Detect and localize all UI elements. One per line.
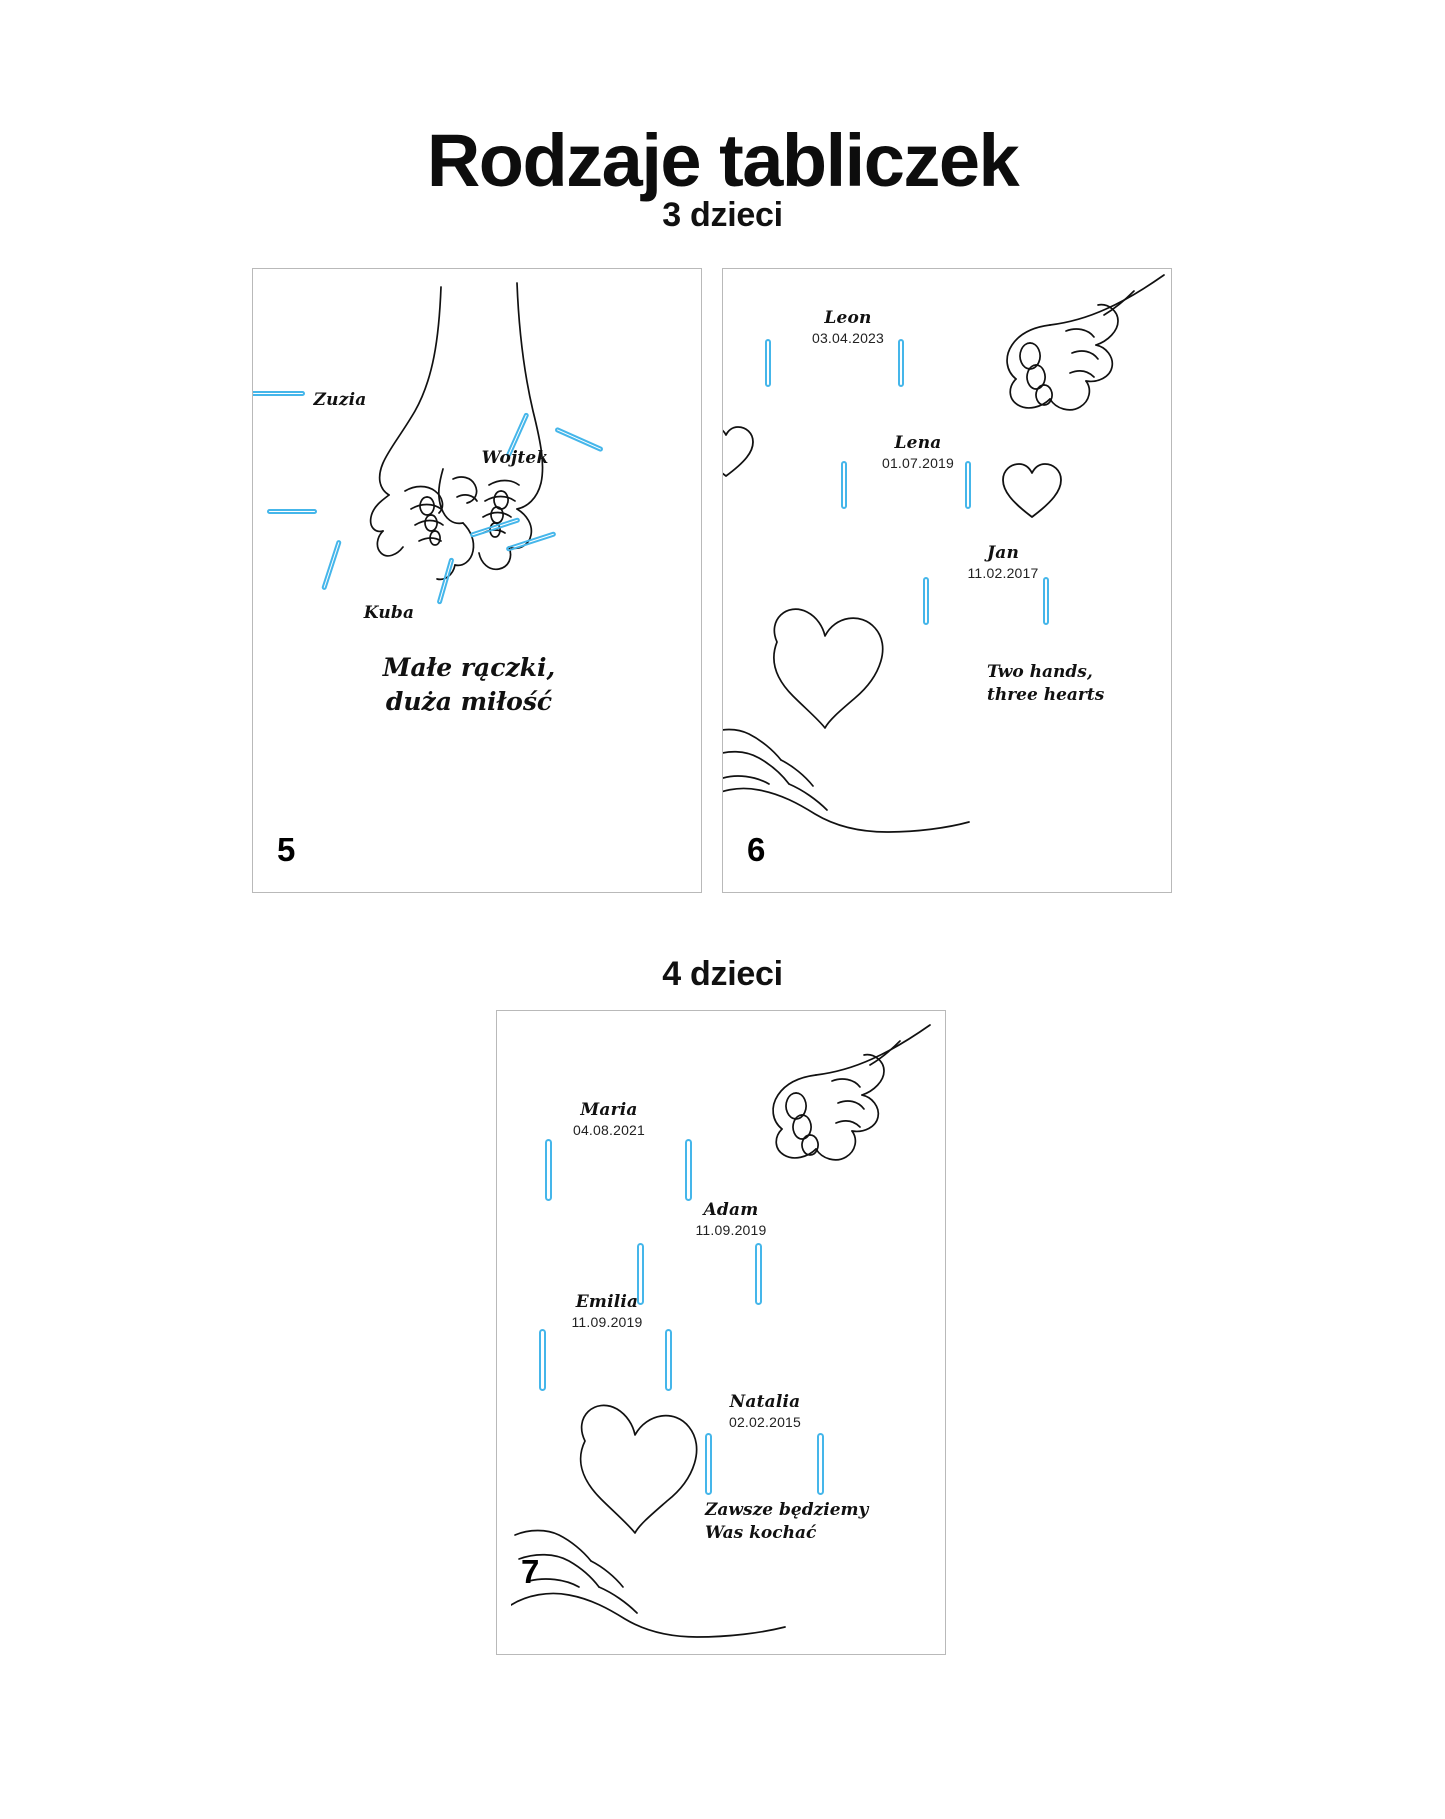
child-name-entry: Lena 01.07.2019: [881, 433, 955, 472]
card-number: 5: [277, 831, 296, 868]
tally-mark: [267, 509, 317, 514]
tally-mark: [505, 531, 557, 552]
child-name-entry: Emilia 11.09.2019: [571, 1292, 643, 1331]
plaque-card-6[interactable]: Leon 03.04.2023 Lena 01.07.2019 Jan 11.0…: [722, 268, 1172, 893]
child-birthdate: 04.08.2021: [572, 1121, 646, 1138]
child-name: Emilia: [575, 1292, 639, 1312]
heart-outline-icon: [723, 424, 757, 487]
tally-mark: [539, 1329, 546, 1391]
child-name: Natalia: [729, 1392, 801, 1412]
child-name: Kuba: [363, 603, 415, 623]
child-name-entry: Leon 03.04.2023: [811, 308, 885, 347]
child-name-entry: Zuzia: [313, 390, 367, 411]
tally-mark: [253, 391, 305, 396]
child-name: Wojtek: [481, 448, 549, 468]
tally-mark: [685, 1139, 692, 1201]
child-name: Leon: [824, 308, 872, 328]
tally-mark: [705, 1433, 712, 1495]
tally-mark: [436, 557, 455, 605]
child-birthdate: 01.07.2019: [881, 454, 955, 471]
child-name: Adam: [703, 1200, 759, 1220]
card-number: 6: [747, 831, 766, 868]
child-name-entry: Natalia 02.02.2015: [728, 1392, 802, 1431]
section-title-three-children: 3 dzieci: [662, 196, 783, 234]
tally-mark: [898, 339, 904, 387]
child-name-entry: Maria 04.08.2021: [572, 1100, 646, 1139]
child-birthdate: 11.02.2017: [967, 564, 1039, 581]
section-title-four-children: 4 dzieci: [662, 955, 783, 993]
tally-mark: [965, 461, 971, 509]
hand-holding-baby-hand-line-art: [938, 273, 1168, 443]
tally-mark: [321, 539, 342, 591]
card-number: 7: [521, 1553, 540, 1590]
tally-mark: [755, 1243, 762, 1305]
child-name: Maria: [580, 1100, 638, 1120]
tally-mark: [637, 1243, 644, 1305]
tally-mark: [665, 1329, 672, 1391]
child-name: Zuzia: [313, 390, 367, 410]
tally-mark: [765, 339, 771, 387]
child-birthdate: 02.02.2015: [728, 1413, 802, 1430]
child-name-entry: Jan 11.02.2017: [967, 543, 1039, 582]
tally-mark: [1043, 577, 1049, 625]
page-title: Rodzaje tabliczek: [426, 119, 1020, 202]
tally-mark: [817, 1433, 824, 1495]
child-name: Jan: [986, 543, 1020, 563]
child-name-entry: Wojtek: [481, 448, 549, 469]
hand-holding-baby-hand-line-art: [702, 1021, 932, 1201]
child-name: Lena: [894, 433, 942, 453]
card-motto: Zawsze będziemy Was kochać: [705, 1500, 869, 1543]
child-name-entry: Kuba: [363, 603, 415, 624]
tally-mark: [554, 426, 604, 453]
tally-mark: [469, 517, 521, 538]
plaque-card-7[interactable]: Maria 04.08.2021 Adam 11.09.2019 Emilia …: [496, 1010, 946, 1655]
child-birthdate: 11.09.2019: [571, 1313, 643, 1330]
tally-mark: [841, 461, 847, 509]
card-motto: Małe rączki, duża miłość: [382, 653, 556, 716]
palm-with-heart-line-art: [723, 594, 1003, 854]
child-name-entry: Adam 11.09.2019: [695, 1200, 767, 1239]
tally-mark: [923, 577, 929, 625]
heart-outline-icon: [999, 461, 1065, 528]
plaque-card-5[interactable]: Zuzia Wojtek Kuba Małe rączki, duża miło…: [252, 268, 702, 893]
tally-mark: [545, 1139, 552, 1201]
card-motto: Two hands, three hearts: [987, 662, 1105, 705]
child-birthdate: 11.09.2019: [695, 1221, 767, 1238]
child-birthdate: 03.04.2023: [811, 329, 885, 346]
